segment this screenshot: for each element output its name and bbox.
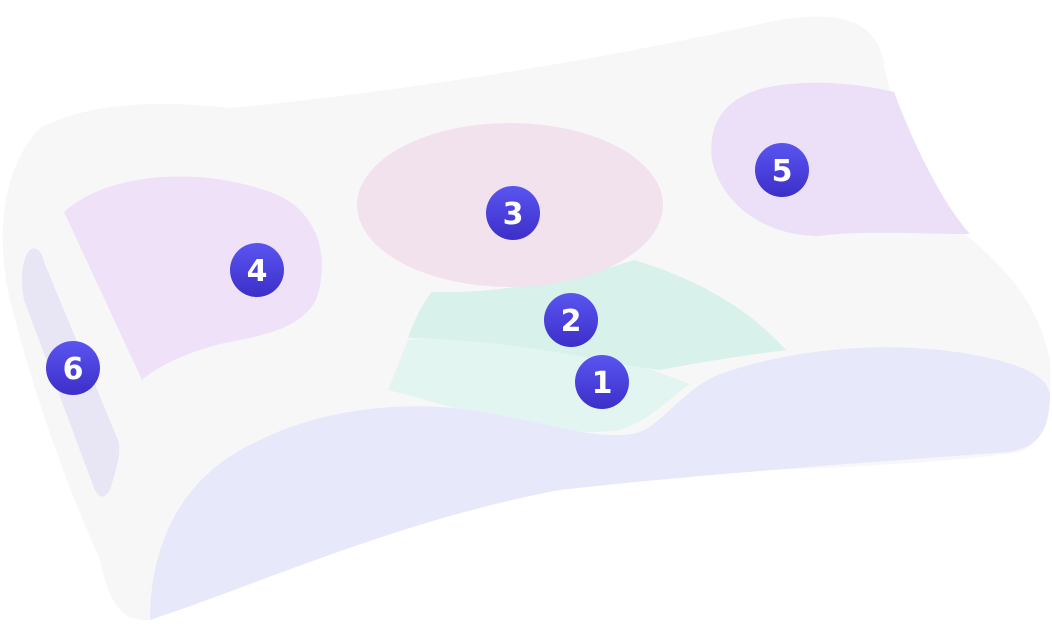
badge-2-label: 2 — [561, 304, 582, 339]
badge-1: 1 — [575, 355, 629, 409]
badge-6-circle — [46, 341, 100, 395]
badge-3-circle — [486, 186, 540, 240]
badge-3: 3 — [486, 186, 540, 240]
badge-3-label: 3 — [503, 197, 524, 232]
badge-4-label: 4 — [247, 254, 268, 289]
badge-2: 2 — [544, 293, 598, 347]
badge-1-label: 1 — [592, 366, 613, 401]
zone-5-region — [711, 82, 970, 237]
badge-2-circle — [544, 293, 598, 347]
badge-4: 4 — [230, 243, 284, 297]
badge-1-circle — [575, 355, 629, 409]
badge-5: 5 — [755, 143, 809, 197]
front-roll — [150, 347, 1051, 620]
zone-4-region — [64, 176, 322, 380]
badge-5-label: 5 — [772, 154, 793, 189]
badge-6-label: 6 — [63, 352, 84, 387]
badge-4-circle — [230, 243, 284, 297]
badge-5-circle — [755, 143, 809, 197]
badge-6: 6 — [46, 341, 100, 395]
